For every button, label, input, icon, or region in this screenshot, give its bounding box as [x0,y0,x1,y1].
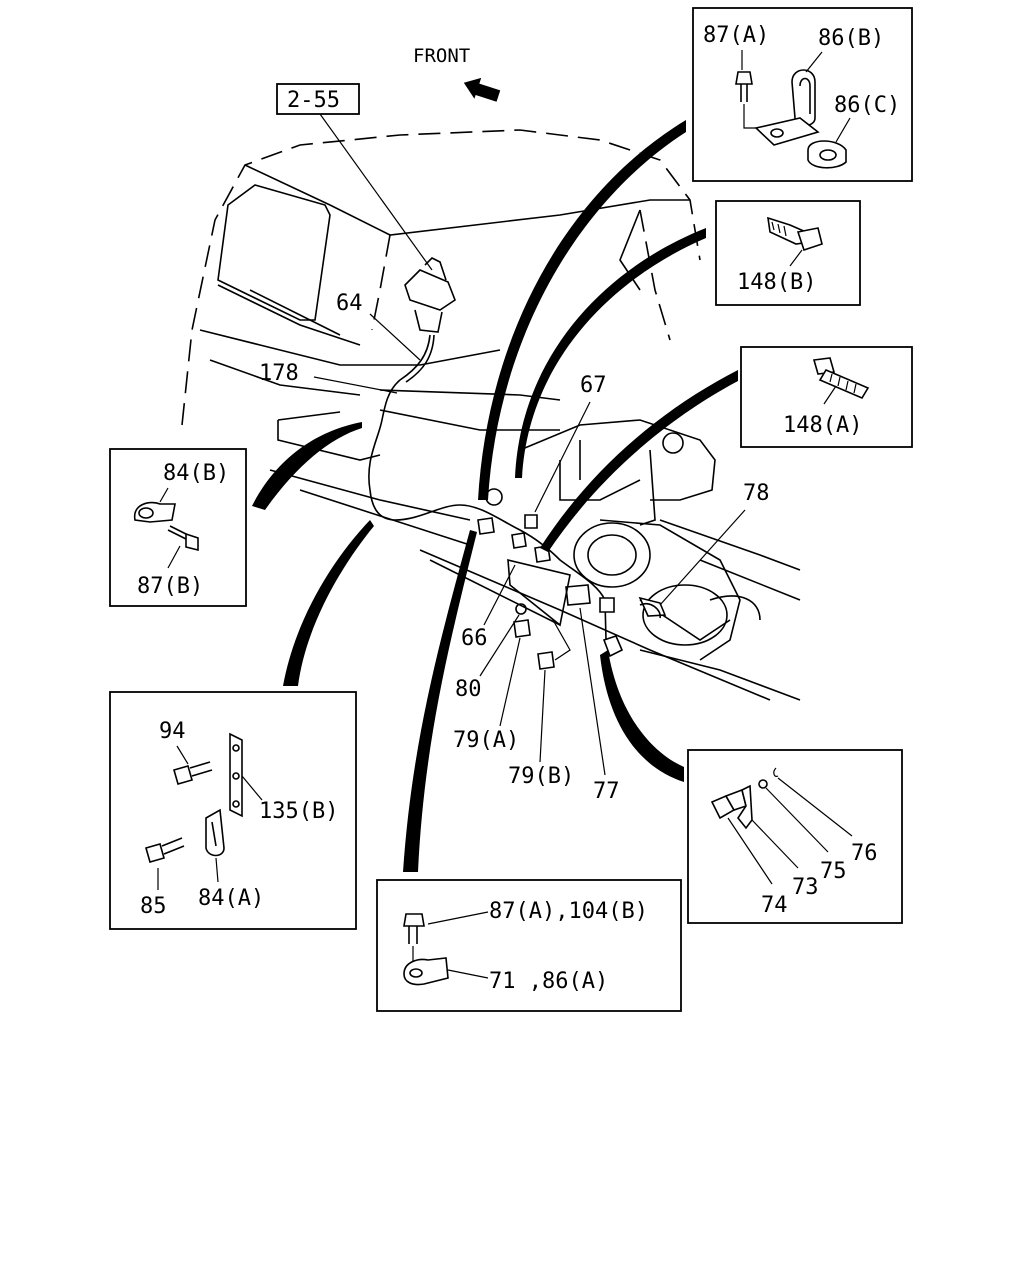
frame-rails [269,389,801,701]
inset-bracket-label-2: 135(B) [259,799,338,824]
callout-80: 80 [455,677,482,702]
inset-sensor-label-2: 75 [820,859,847,884]
reference-box[interactable]: 2-55 [276,83,433,271]
inset-top-right[interactable]: 87(A) 86(B) 86(C) [692,7,913,182]
callout-78: 78 [743,481,770,506]
callout-64: 64 [336,291,363,316]
bracket-plate-icon [754,117,820,146]
reference-box-label: 2-55 [287,88,340,113]
front-arrow-icon [463,77,501,102]
inset-sensor-label-4: 74 [761,893,788,918]
mount-bracket-icon [737,784,753,830]
inset-top-right-label-1: 87(A) [703,23,769,48]
inset-top-right-label-2: 86(B) [818,26,884,51]
bolt-icon [167,525,199,552]
callout-67: 67 [580,373,607,398]
inset-bracket-label-4: 84(A) [198,886,264,911]
inset-tie-148a-label: 148(A) [783,413,862,438]
cable-64 [368,257,607,641]
cable-tie-icon [812,357,870,400]
inset-sensor-label-1: 76 [851,841,878,866]
inset-bracket-label-3: 85 [140,894,167,919]
front-label: FRONT [413,45,470,67]
sensor-icon [710,788,747,820]
bolt-icon [735,71,753,102]
clamp-86b-icon [791,69,816,127]
inset-tie-148a[interactable]: 148(A) [740,346,913,448]
p-clip-icon [403,957,449,986]
inset-clamp-148b-label: 148(B) [737,270,816,295]
band-clamp-icon [767,216,823,252]
bolt-icon [173,761,213,785]
inset-bottom[interactable]: 87(A),104(B) 71 ,86(A) [376,879,682,1012]
inset-bottom-label-1: 87(A),104(B) [489,899,648,924]
bracket-plate-135b-icon [229,732,243,818]
front-indicator: FRONT [413,45,501,102]
p-clip-icon [205,808,225,857]
inset-left-clip-label-2: 87(B) [137,574,203,599]
inset-top-right-label-3: 86(C) [834,93,900,118]
inset-left-clip[interactable]: 84(B) 87(B) [109,448,247,607]
inset-bracket-label-1: 94 [159,719,186,744]
inset-left-clip-label-1: 84(B) [163,461,229,486]
bolt-icon [145,837,185,863]
inset-bottom-label-2: 71 ,86(A) [489,969,608,994]
callout-sweeps [252,120,738,872]
callout-77: 77 [593,779,620,804]
p-clip-icon [134,501,176,523]
callout-178: 178 [259,361,299,386]
fittings [477,514,667,670]
inset-bracket[interactable]: 94 135(B) 85 84(A) [109,691,357,930]
callout-66: 66 [461,626,488,651]
callout-79b: 79(B) [508,764,574,789]
clamp-86c-icon [807,140,847,169]
inset-clamp-148b[interactable]: 148(B) [715,200,861,306]
inset-sensor[interactable]: 76 75 73 74 [687,749,903,924]
main-callouts: 64 178 67 78 66 80 79(A) 79(B) 77 [259,291,770,804]
inset-sensor-label-3: 73 [792,875,819,900]
cab-outline [181,129,701,426]
bolt-icon [403,913,425,944]
callout-79a: 79(A) [453,728,519,753]
